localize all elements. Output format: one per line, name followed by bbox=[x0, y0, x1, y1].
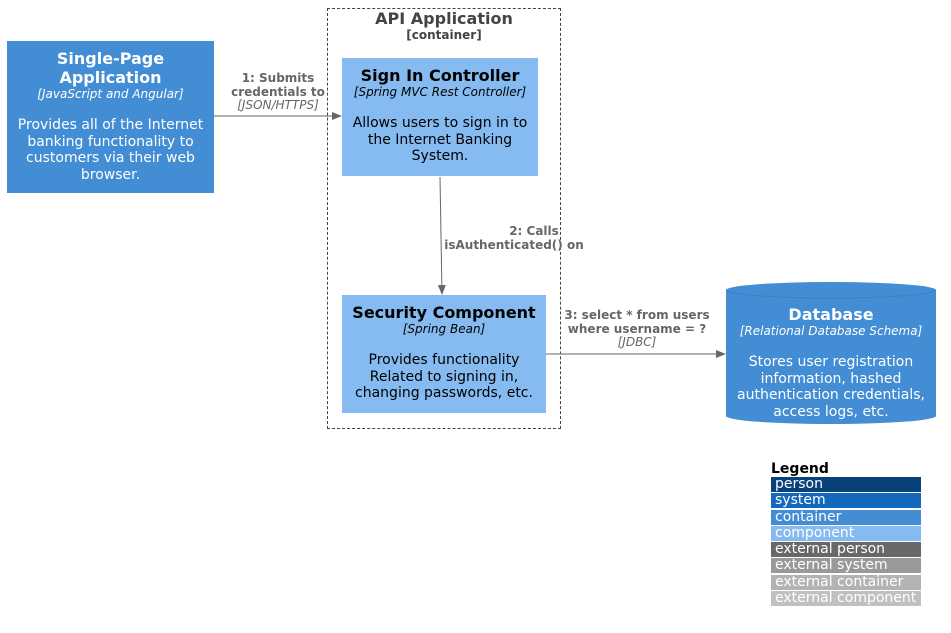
legend-item: component bbox=[771, 525, 921, 541]
signin-tech: [Spring MVC Rest Controller] bbox=[353, 85, 527, 99]
legend-item: person bbox=[771, 477, 921, 492]
security-component-node: Security Component [Spring Bean] Provide… bbox=[342, 295, 546, 413]
security-desc-line3: changing passwords, etc. bbox=[355, 385, 533, 401]
database-desc-line1: Stores user registration bbox=[748, 354, 914, 370]
database-description: Stores user registration information, ha… bbox=[726, 354, 936, 420]
sign-in-controller-node: Sign In Controller [Spring MVC Rest Cont… bbox=[342, 58, 538, 176]
database-node: Database [Relational Database Schema] St… bbox=[726, 305, 936, 420]
security-desc-line1: Provides functionality bbox=[368, 352, 520, 368]
legend-item: system bbox=[771, 493, 921, 509]
spa-description: Provides all of the Internet banking fun… bbox=[7, 117, 214, 183]
legend-item: container bbox=[771, 509, 921, 525]
spa-tech: [JavaScript and Angular] bbox=[37, 87, 184, 101]
rel1-tech: [JSON/HTTPS] bbox=[237, 98, 319, 112]
signin-title: Sign In Controller bbox=[360, 66, 520, 85]
legend-item: external container bbox=[771, 574, 921, 590]
rel3-line1: 3: select * from users bbox=[564, 308, 710, 322]
signin-desc-line1: Allows users to sign in to bbox=[352, 115, 528, 131]
single-page-application-node: Single-Page Application [JavaScript and … bbox=[7, 41, 214, 193]
rel3-line2: where username = ? bbox=[567, 321, 707, 336]
relation-label-calls-is-authenticated: 2: Calls isAuthenticated() on bbox=[440, 224, 588, 252]
spa-title-line1: Single-Page bbox=[56, 49, 165, 68]
security-description: Provides functionality Related to signin… bbox=[342, 352, 546, 402]
spa-title-line2: Application bbox=[59, 68, 162, 87]
security-tech: [Spring Bean] bbox=[402, 322, 486, 336]
spa-desc-line4: browser. bbox=[80, 166, 141, 183]
legend-item: external system bbox=[771, 558, 921, 574]
relation-label-submits-credentials: 1: Submits credentials to [JSON/HTTPS] bbox=[222, 71, 334, 113]
database-desc-line3: authentication credentials, bbox=[737, 387, 925, 403]
database-title: Database bbox=[788, 305, 874, 324]
rel1-line1: 1: Submits bbox=[241, 71, 315, 85]
arrow-signin-to-security bbox=[437, 176, 446, 295]
legend-item: external person bbox=[771, 542, 921, 558]
spa-desc-line2: banking functionality to bbox=[27, 133, 194, 150]
rel1-line2: credentials to bbox=[231, 84, 325, 99]
rel2-line2: isAuthenticated() on bbox=[444, 237, 584, 252]
legend-title: Legend bbox=[771, 461, 829, 477]
spa-desc-line3: customers via their web bbox=[26, 150, 195, 166]
database-desc-line2: information, hashed bbox=[760, 370, 902, 387]
database-cylinder-icon bbox=[726, 282, 936, 424]
database-tech: [Relational Database Schema] bbox=[739, 324, 923, 338]
boundary-type: [container] bbox=[406, 28, 482, 42]
rel2-line1: 2: Calls bbox=[509, 224, 559, 238]
relation-label-select-users: 3: select * from users where username = … bbox=[560, 308, 714, 350]
security-desc-line2: Related to signing in, bbox=[369, 368, 519, 385]
spa-desc-line1: Provides all of the Internet bbox=[17, 117, 204, 133]
signin-description: Allows users to sign in to the Internet … bbox=[342, 115, 538, 165]
boundary-title: API Application bbox=[375, 9, 513, 28]
legend-item: external component bbox=[771, 591, 921, 607]
signin-desc-line3: System. bbox=[411, 148, 469, 164]
signin-desc-line2: the Internet Banking bbox=[367, 131, 513, 148]
rel3-tech: [JDBC] bbox=[617, 335, 657, 349]
api-application-boundary bbox=[327, 8, 561, 429]
database-desc-line4: access logs, etc. bbox=[773, 403, 889, 420]
security-title: Security Component bbox=[352, 303, 536, 322]
